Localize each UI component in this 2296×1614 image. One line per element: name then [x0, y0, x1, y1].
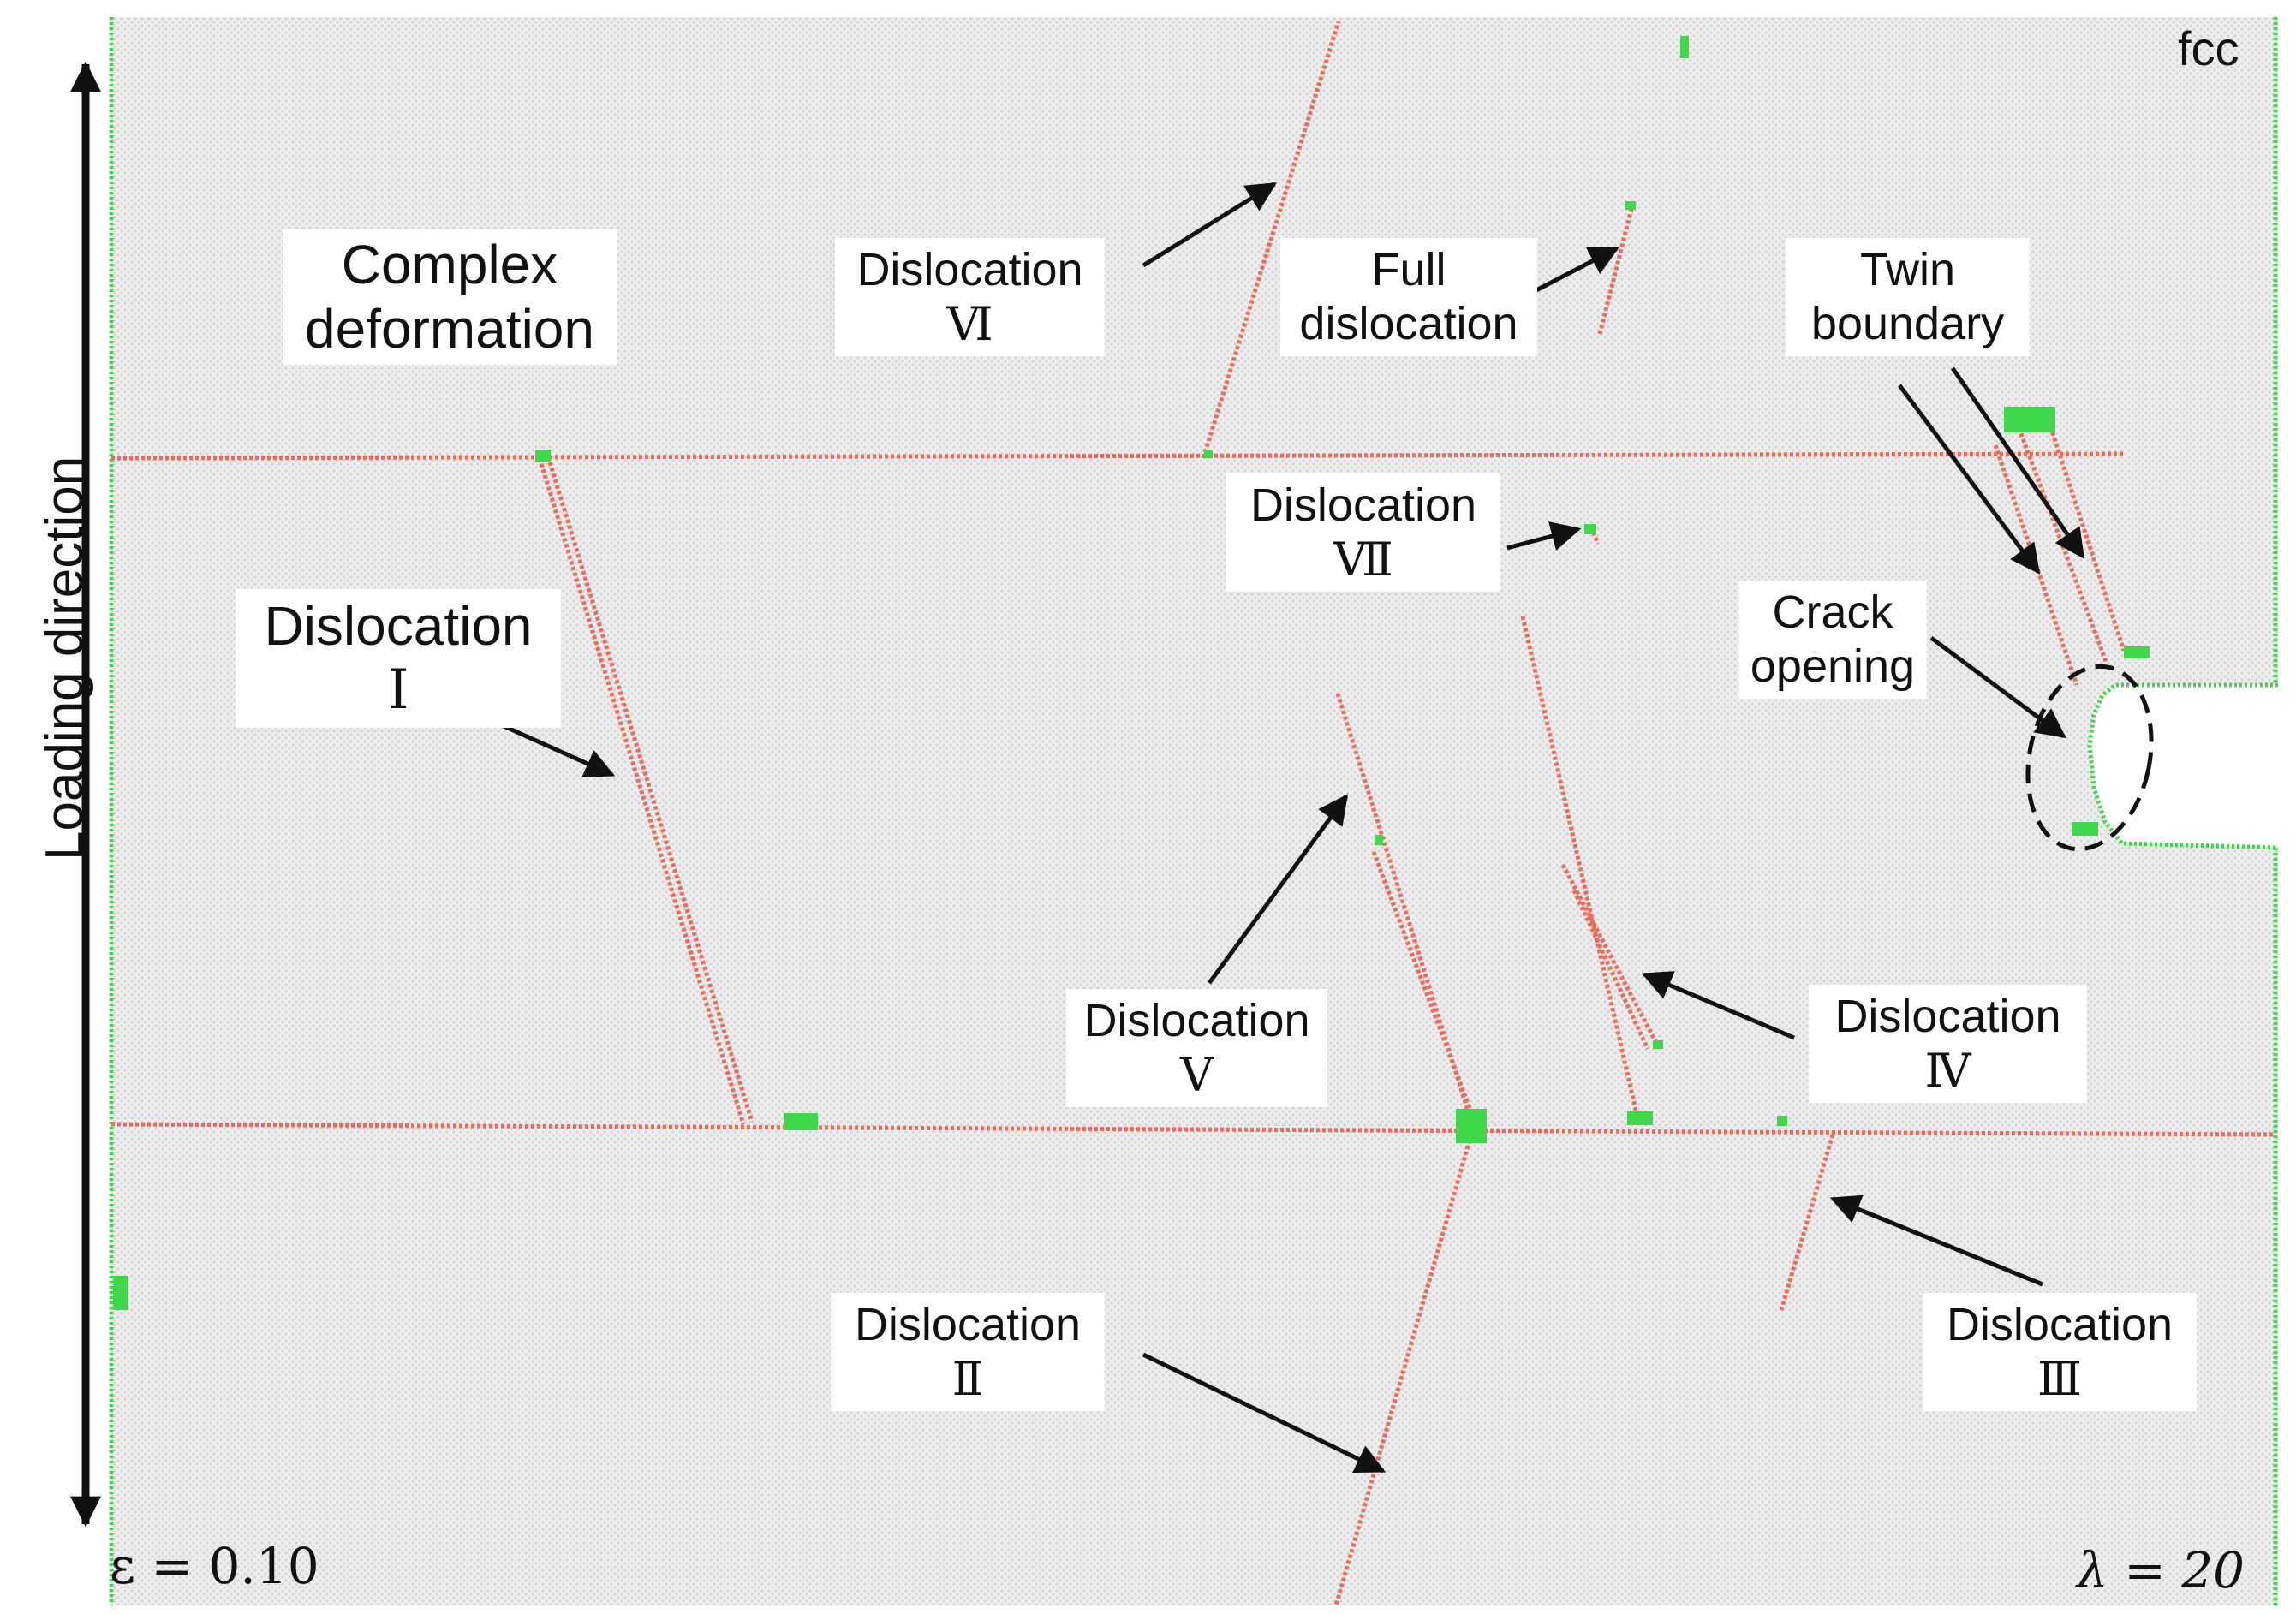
arrow-dislocation-vii: [1506, 521, 1582, 551]
dislocation-iv-line-b: [1560, 863, 1660, 1046]
dislocation-ii-line: [1333, 1128, 1476, 1606]
annotation-arrows: [439, 182, 2085, 1474]
defect-clusters: [113, 36, 2150, 1310]
strain-label: ε = 0.10: [110, 1537, 319, 1595]
dislocation-iii-line: [1779, 1134, 1835, 1311]
label-twin-boundary: Twin boundary: [1786, 238, 2030, 357]
label-crack-opening: Crack opening: [1738, 581, 1927, 700]
lattice-body: [111, 17, 2278, 1605]
dislocation-i-line-a: [537, 457, 746, 1125]
dislocation-iv-line-c: [1571, 889, 1650, 1051]
label-dislocation-iv: Dislocation Ⅳ: [1809, 985, 2087, 1104]
label-dislocation-iii: Dislocation Ⅲ: [1923, 1293, 2197, 1412]
arrow-dislocation-v: [1207, 794, 1349, 985]
arrow-dislocation-iv: [1641, 971, 1795, 1040]
arrow-dislocation-ii: [1142, 1352, 1387, 1474]
label-full-dislocation: Full dislocation: [1280, 238, 1537, 357]
label-dislocation-v: Dislocation Ⅴ: [1066, 989, 1327, 1108]
crack-ellipse: [2025, 664, 2154, 852]
dislocation-iv-line-a: [1520, 616, 1640, 1118]
label-complex-deformation: Complex deformation: [283, 229, 617, 365]
arrow-dislocation-iii: [1829, 1194, 2043, 1287]
loading-direction-label: Loading direction: [35, 456, 94, 861]
lambda-label: λ = 20: [2077, 1541, 2245, 1599]
label-dislocation-vi: Dislocation Ⅵ: [835, 238, 1105, 357]
dislocation-v-line-b: [1371, 851, 1477, 1123]
label-dislocation-ii: Dislocation Ⅱ: [831, 1293, 1105, 1412]
label-dislocation-vii: Dislocation Ⅶ: [1226, 473, 1500, 593]
arrow-crack-opening: [1929, 635, 2066, 739]
twin-boundary-c: [2044, 414, 2126, 652]
arrow-dislocation-vi: [1142, 182, 1277, 268]
label-dislocation-i: Dislocation Ⅰ: [236, 589, 561, 728]
structure-label: fcc: [2178, 21, 2239, 75]
dislocation-i-line-b: [547, 462, 754, 1123]
arrow-twin-b: [1950, 366, 2085, 559]
arrow-twin-a: [1897, 384, 2041, 575]
arrow-full-dislocation: [1533, 246, 1620, 294]
surface-atoms: [109, 17, 2279, 1605]
dislocation-vi-line: [1201, 21, 1341, 459]
horizontal-fault-mid: [110, 1122, 2276, 1137]
